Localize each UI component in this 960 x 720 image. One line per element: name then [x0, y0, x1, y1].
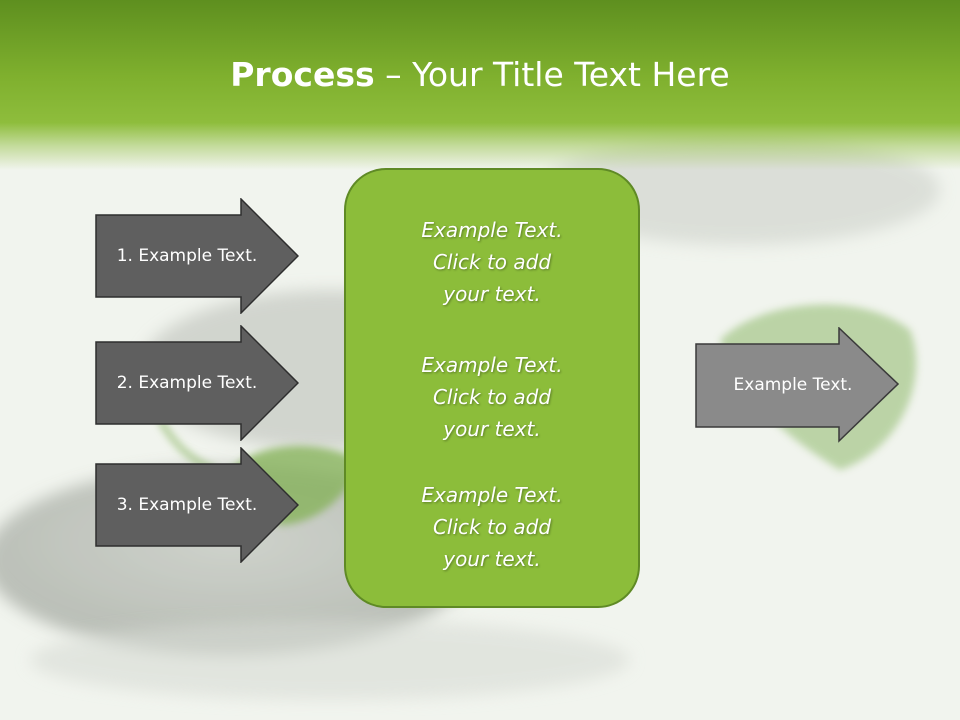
arrow-2[interactable]: 2. Example Text. — [95, 325, 299, 441]
item-line: Click to add — [432, 515, 552, 539]
arrow-label: 1. Example Text. — [116, 246, 258, 266]
arrow-right-icon — [695, 327, 899, 443]
item-line: Example Text. — [421, 483, 563, 507]
right-arrow[interactable]: Example Text. — [695, 327, 899, 443]
arrow-right-icon — [95, 198, 299, 314]
center-text-box[interactable]: Example Text. Click to add your text. Ex… — [344, 168, 640, 608]
center-item-3: Example Text. Click to add your text. — [346, 479, 638, 575]
title-rest: – Your Title Text Here — [374, 55, 730, 94]
arrow-label: 2. Example Text. — [116, 373, 258, 393]
item-line: Example Text. — [421, 218, 563, 242]
item-line: your text. — [443, 547, 541, 571]
center-item-1: Example Text. Click to add your text. — [346, 214, 638, 310]
slide-title[interactable]: Process – Your Title Text Here — [0, 52, 960, 98]
title-band — [0, 0, 960, 170]
arrow-right-icon — [95, 325, 299, 441]
title-bold: Process — [230, 55, 375, 94]
arrow-label: Example Text. — [733, 375, 853, 395]
arrow-1[interactable]: 1. Example Text. — [95, 198, 299, 314]
item-line: Click to add — [432, 250, 552, 274]
item-line: Click to add — [432, 385, 552, 409]
item-line: your text. — [443, 282, 541, 306]
arrow-label: 3. Example Text. — [116, 495, 258, 515]
item-line: your text. — [443, 417, 541, 441]
arrow-3[interactable]: 3. Example Text. — [95, 447, 299, 563]
item-line: Example Text. — [421, 353, 563, 377]
center-item-2: Example Text. Click to add your text. — [346, 349, 638, 445]
arrow-right-icon — [95, 447, 299, 563]
